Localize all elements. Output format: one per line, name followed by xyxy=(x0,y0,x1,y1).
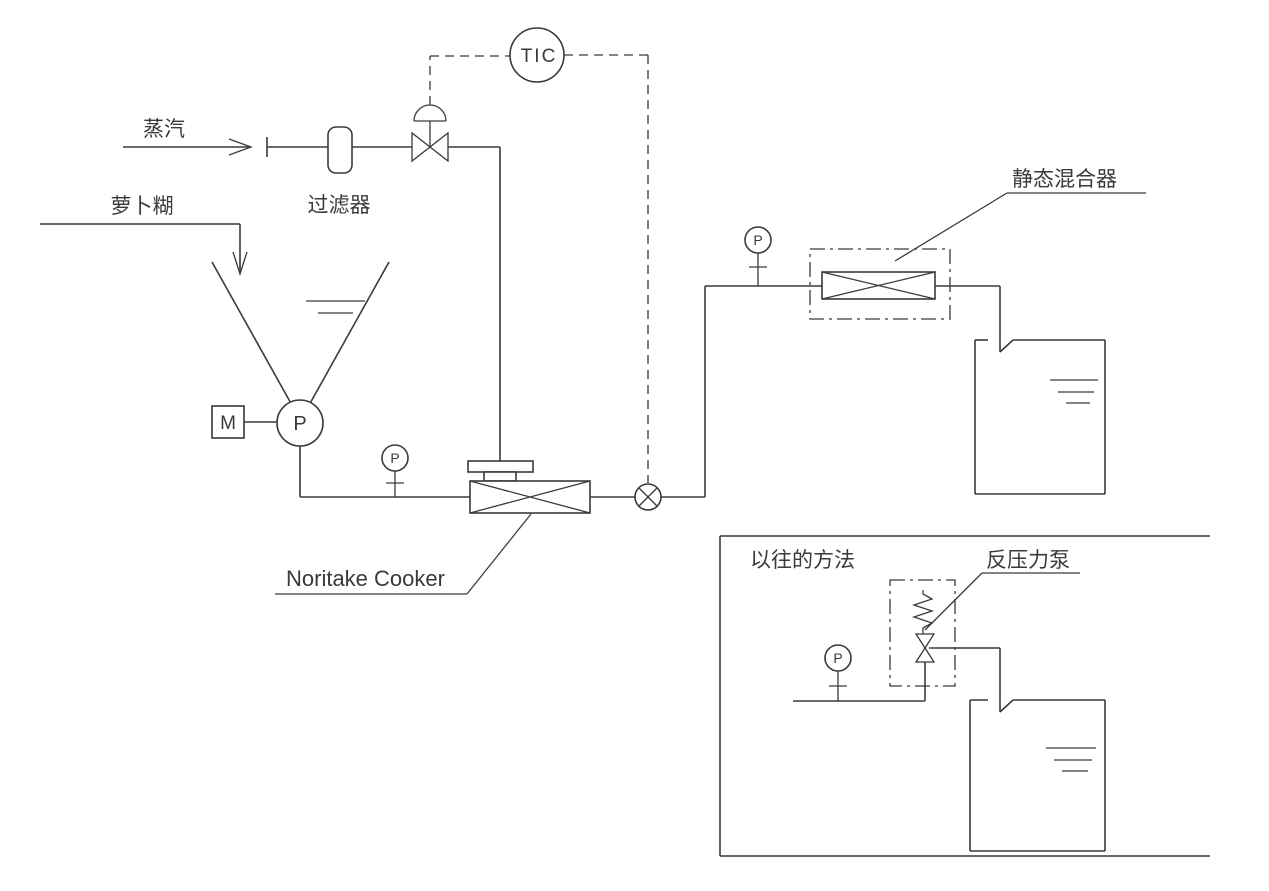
arrow-down-icon xyxy=(232,251,248,277)
spout xyxy=(999,339,1014,353)
pump-label: P xyxy=(293,413,306,435)
pressure-gauge-2: P xyxy=(744,226,772,286)
pressure-gauge-1: P xyxy=(381,444,409,497)
mixing-valve xyxy=(634,285,822,511)
radish-paste-label: 萝卜糊 xyxy=(111,195,174,218)
label-leader xyxy=(894,192,1008,262)
cooker-top-flange xyxy=(467,460,534,473)
steam-label: 蒸汽 xyxy=(143,118,185,141)
label-leader xyxy=(466,513,532,595)
motor-label: M xyxy=(220,413,238,434)
cooker-cross xyxy=(469,480,591,514)
valve-actuator-dome xyxy=(413,104,447,122)
static-mixer: 静态混合器 xyxy=(809,168,1146,353)
filter-symbol xyxy=(327,126,353,174)
label-leader xyxy=(924,572,983,631)
receiving-tank-1 xyxy=(974,339,1106,495)
inset-title: 以往的方法 xyxy=(750,549,855,572)
mixer-cross xyxy=(821,271,936,300)
steam-supply: 蒸汽 xyxy=(123,118,328,157)
valve-bottom-triangle xyxy=(914,646,936,663)
gauge-label: P xyxy=(390,450,399,466)
gauge-label: P xyxy=(753,232,762,248)
mixer-boundary-box xyxy=(809,248,951,320)
tic-label: TIC xyxy=(521,46,558,67)
valve-left-triangle xyxy=(411,131,432,163)
steam-filter: 过滤器 xyxy=(308,126,412,217)
valve-right-triangle xyxy=(428,131,449,163)
pump-and-motor: M P xyxy=(211,399,470,498)
steam-control-valve xyxy=(411,104,501,461)
valve-boundary-box xyxy=(889,579,956,687)
valve-cross xyxy=(638,487,658,507)
noritake-cooker: Noritake Cooker xyxy=(275,460,635,595)
pressure-gauge-3: P xyxy=(824,644,852,701)
feed-hopper xyxy=(211,261,390,408)
radish-paste-feed: 萝卜糊 xyxy=(40,195,248,277)
noritake-cooker-label: Noritake Cooker xyxy=(286,566,445,591)
hopper-left-wall xyxy=(211,261,294,408)
filter-label: 过滤器 xyxy=(308,194,371,217)
static-mixer-label: 静态混合器 xyxy=(1012,168,1117,191)
gauge-label: P xyxy=(833,650,842,666)
cooker-neck xyxy=(483,471,517,482)
previous-method-inset: 以往的方法 反压力泵 P xyxy=(719,535,1210,857)
back-pressure-valve xyxy=(889,579,1014,713)
spout xyxy=(999,699,1014,713)
temperature-controller: TIC xyxy=(429,27,649,483)
hopper-right-wall xyxy=(307,261,390,408)
arrow-right-icon xyxy=(228,138,253,156)
spring-icon xyxy=(911,590,935,634)
back-pressure-pump-label: 反压力泵 xyxy=(986,549,1070,572)
valve-top-triangle xyxy=(914,633,936,650)
receiving-tank-2 xyxy=(969,699,1106,852)
